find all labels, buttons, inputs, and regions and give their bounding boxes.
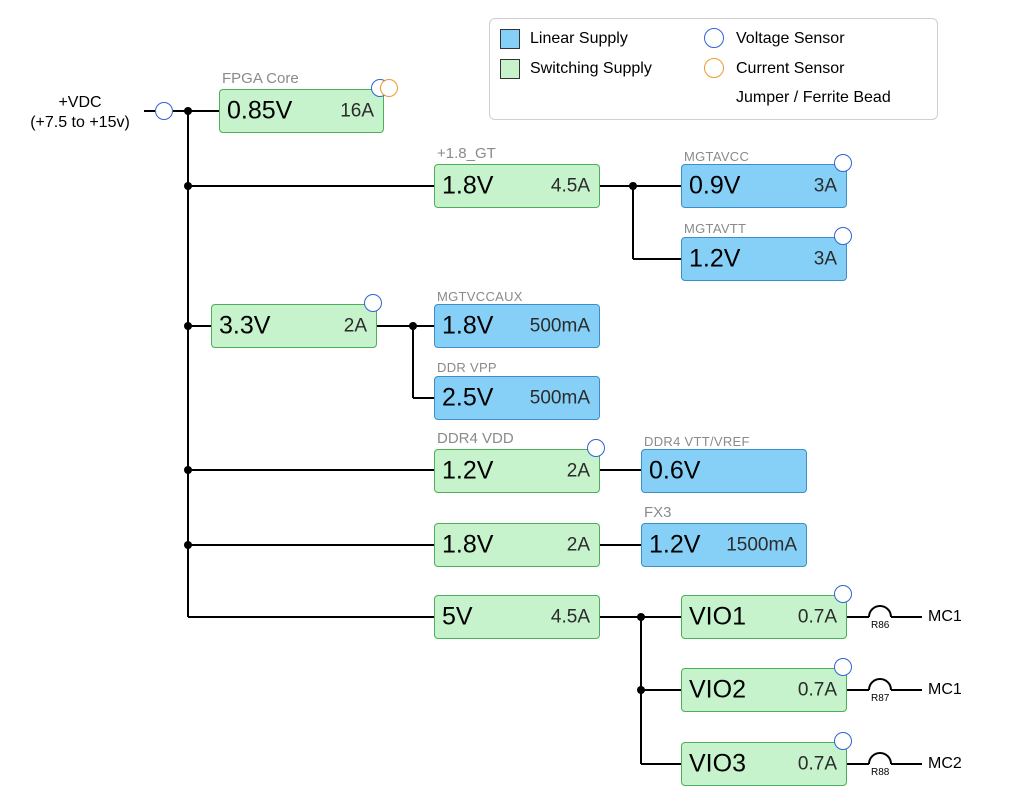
rail-current: 500mA [529,315,590,337]
rail-current: 3A [813,248,837,270]
rail-voltage: 1.8V [442,311,494,340]
rail-voltage: 3.3V [219,311,271,340]
rail-current: 2A [343,315,367,337]
voltage-sensor-icon [834,658,852,676]
current-sensor-icon [380,79,398,97]
destination-vio3: MC2 [928,755,962,772]
legend-voltage-sensor-label: Voltage Sensor [736,30,845,47]
rail-name-ddr-vpp: DDR VPP [437,360,497,375]
rail-mgtavtt: 1.2V 3A [681,237,847,281]
jumper-label-r88: R88 [871,767,890,778]
rail-name-gt-1v8: +1.8_GT [437,145,496,162]
input-label: +VDC (+7.5 to +15v) [18,93,142,133]
rail-current: 0.7A [797,606,837,628]
rail-current: 4.5A [550,606,590,628]
rail-sw-5v: 5V 4.5A [434,595,600,639]
rail-voltage: VIO2 [689,675,746,704]
voltage-sensor-icon [704,28,724,48]
rail-fx3: 1.2V 1500mA [641,523,807,567]
rail-name-fpga-core: FPGA Core [222,70,299,87]
input-name: +VDC [58,94,102,111]
rail-voltage: VIO1 [689,602,746,631]
rail-name-ddr4-vtt: DDR4 VTT/VREF [644,434,750,449]
rail-current: 3A [813,175,837,197]
voltage-sensor-icon [834,732,852,750]
rail-voltage: 1.8V [442,171,494,200]
rail-voltage: 0.85V [227,96,293,125]
rail-voltage: 0.6V [649,456,701,485]
legend-current-sensor-label: Current Sensor [736,60,845,77]
voltage-sensor-icon [834,154,852,172]
rail-voltage: VIO3 [689,749,746,778]
rail-voltage: 1.2V [689,244,741,273]
rail-sw-1v8: 1.8V 2A [434,523,600,567]
legend: Linear Supply Switching Supply Voltage S… [489,18,938,120]
rail-ddr-vpp: 2.5V 500mA [434,376,600,420]
rail-vio2: VIO2 0.7A [681,668,847,712]
destination-vio2: MC1 [928,681,962,698]
rail-name-fx3: FX3 [644,504,672,521]
destination-vio1: MC1 [928,608,962,625]
rail-name-ddr4-vdd: DDR4 VDD [437,430,514,447]
rail-sw-3v3: 3.3V 2A [211,304,377,348]
jumper-label-r86: R86 [871,620,890,631]
voltage-sensor-icon [155,102,173,120]
rail-current: 4.5A [550,175,590,197]
jumper-label-r87: R87 [871,693,890,704]
rail-vio3: VIO3 0.7A [681,742,847,786]
rail-name-mgtavtt: MGTAVTT [684,221,747,236]
rail-voltage: 1.2V [442,456,494,485]
legend-jumper-label: Jumper / Ferrite Bead [736,89,891,106]
rail-name-mgtvccaux: MGTVCCAUX [437,289,523,304]
rail-fpga-core: 0.85V 16A [219,89,384,133]
input-range: (+7.5 to +15v) [30,114,130,131]
current-sensor-icon [704,58,724,78]
voltage-sensor-icon [587,439,605,457]
rail-current: 0.7A [797,679,837,701]
legend-linear-label: Linear Supply [530,30,628,47]
voltage-sensor-icon [834,227,852,245]
rail-current: 500mA [529,387,590,409]
rail-current: 16A [340,100,374,122]
rail-voltage: 1.2V [649,530,701,559]
rail-voltage: 5V [442,602,473,631]
voltage-sensor-icon [364,294,382,312]
rail-gt-1v8: 1.8V 4.5A [434,164,600,208]
rail-voltage: 2.5V [442,383,494,412]
rail-ddr4-vtt: 0.6V [641,449,807,493]
rail-current: 2A [566,460,590,482]
rail-voltage: 0.9V [689,171,741,200]
rail-current: 2A [566,534,590,556]
rail-mgtvccaux: 1.8V 500mA [434,304,600,348]
rail-vio1: VIO1 0.7A [681,595,847,639]
rail-ddr4-vdd: 1.2V 2A [434,449,600,493]
linear-supply-swatch [500,29,520,49]
rail-voltage: 1.8V [442,530,494,559]
rail-name-mgtavcc: MGTAVCC [684,149,750,164]
voltage-sensor-icon [834,585,852,603]
legend-switching-label: Switching Supply [530,60,652,77]
rail-current: 0.7A [797,753,837,775]
rail-current: 1500mA [726,534,797,556]
switching-supply-swatch [500,59,520,79]
rail-mgtavcc: 0.9V 3A [681,164,847,208]
